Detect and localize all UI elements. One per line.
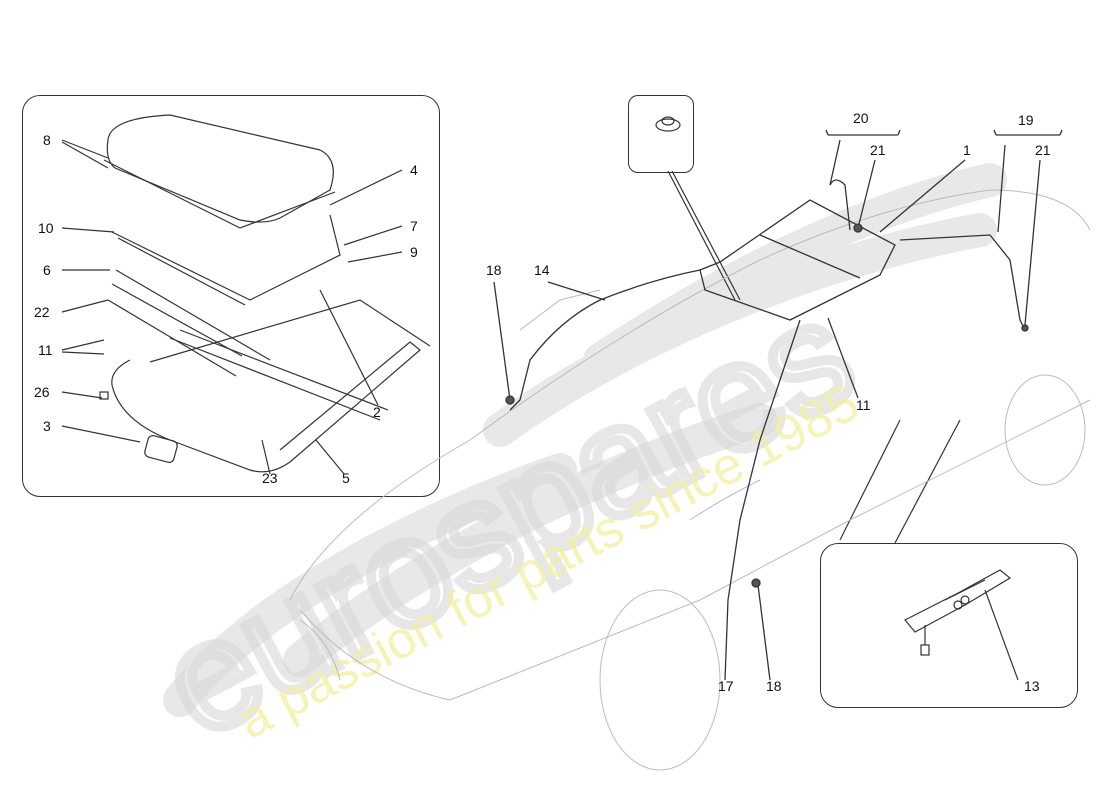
callout-13[interactable]: 13: [1024, 678, 1040, 694]
callout-22[interactable]: 22: [34, 304, 50, 320]
callout-9[interactable]: 9: [410, 244, 418, 260]
callout-8[interactable]: 8: [43, 132, 51, 148]
callout-7[interactable]: 7: [410, 218, 418, 234]
callout-3[interactable]: 3: [43, 418, 51, 434]
callout-11[interactable]: 11: [38, 342, 53, 358]
callout-14[interactable]: 14: [534, 262, 550, 278]
callout-11[interactable]: 11: [856, 397, 871, 413]
callout-18[interactable]: 18: [486, 262, 502, 278]
callout-5[interactable]: 5: [342, 470, 350, 486]
clip-detail-panel: [628, 95, 694, 173]
callout-10[interactable]: 10: [38, 220, 54, 236]
callout-17[interactable]: 17: [718, 678, 734, 694]
callout-21[interactable]: 21: [1035, 142, 1051, 158]
bracket-detail-panel: [820, 543, 1078, 708]
callout-18[interactable]: 18: [766, 678, 782, 694]
callout-4[interactable]: 4: [410, 162, 418, 178]
sunroof-exploded-panel: [22, 95, 440, 497]
callout-2[interactable]: 2: [373, 404, 381, 420]
callout-21[interactable]: 21: [870, 142, 886, 158]
callout-6[interactable]: 6: [43, 262, 51, 278]
callout-26[interactable]: 26: [34, 384, 50, 400]
callout-19[interactable]: 19: [1018, 112, 1034, 128]
callout-1[interactable]: 1: [963, 142, 971, 158]
callout-23[interactable]: 23: [262, 470, 278, 486]
callout-20[interactable]: 20: [853, 110, 869, 126]
